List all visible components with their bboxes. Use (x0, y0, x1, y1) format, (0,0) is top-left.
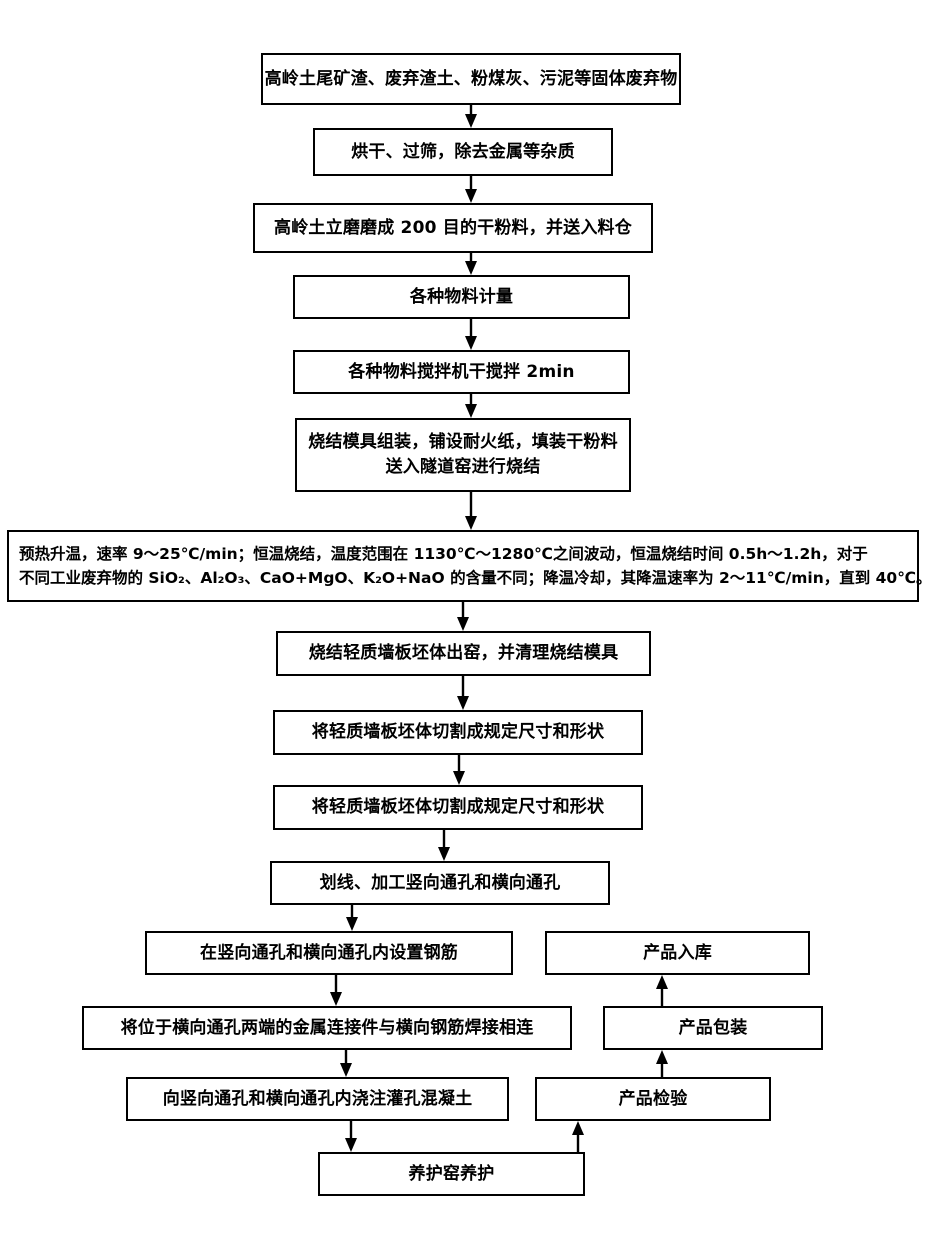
node-product-packaging[interactable]: 产品包装 (603, 1006, 823, 1050)
node-label: 烧结轻质墙板坯体出窑，并清理烧结模具 (308, 643, 619, 664)
node-product-warehousing[interactable]: 产品入库 (545, 931, 810, 975)
node-label: 在竖向通孔和横向通孔内设置钢筋 (200, 942, 458, 963)
node-label: 产品检验 (618, 1088, 688, 1109)
node-label-line2: 送入隧道窑进行烧结 (385, 457, 541, 477)
node-weld-connectors[interactable]: 将位于横向通孔两端的金属连接件与横向钢筋焊接相连 (82, 1006, 572, 1050)
node-cutting-2[interactable]: 将轻质墙板坯体切割成规定尺寸和形状 (273, 785, 643, 830)
node-label: 各种物料搅拌机干搅拌 2min (348, 361, 575, 382)
node-label: 产品包装 (678, 1017, 748, 1038)
node-label: 划线、加工竖向通孔和横向通孔 (319, 872, 561, 893)
node-label: 向竖向通孔和横向通孔内浇注灌孔混凝土 (162, 1088, 473, 1109)
node-vertical-milling[interactable]: 高岭土立磨磨成 200 目的干粉料，并送入料仓 (253, 203, 653, 253)
node-label: 将轻质墙板坯体切割成规定尺寸和形状 (311, 797, 605, 818)
node-sintering-parameters[interactable]: 预热升温，速率 9～25℃/min；恒温烧结，温度范围在 1130℃～1280℃… (7, 530, 926, 602)
param-line-2: 不同工业废弃物的 SiO₂、Al₂O₃、CaO+MgO、K₂O+NaO 的含量不… (19, 569, 926, 587)
node-label: 养护窑养护 (408, 1163, 495, 1184)
node-label: 高岭土立磨磨成 200 目的干粉料，并送入料仓 (274, 217, 632, 238)
node-material-weighing[interactable]: 各种物料计量 (293, 275, 630, 319)
node-pour-concrete[interactable]: 向竖向通孔和横向通孔内浇注灌孔混凝土 (126, 1077, 509, 1121)
node-label: 烘干、过筛，除去金属等杂质 (351, 141, 575, 162)
node-label: 将位于横向通孔两端的金属连接件与横向钢筋焊接相连 (120, 1017, 534, 1038)
node-mold-assembly-sintering[interactable]: 烧结模具组装，铺设耐火纸，填装干粉料 送入隧道窑进行烧结 (295, 418, 631, 492)
node-label-line1: 烧结模具组装，铺设耐火纸，填装干粉料 (308, 432, 618, 453)
node-raw-materials[interactable]: 高岭土尾矿渣、废弃渣土、粉煤灰、污泥等固体废弃物 (261, 53, 681, 105)
node-install-rebar[interactable]: 在竖向通孔和横向通孔内设置钢筋 (145, 931, 513, 975)
node-marking-drilling[interactable]: 划线、加工竖向通孔和横向通孔 (270, 861, 610, 905)
node-dry-mixing[interactable]: 各种物料搅拌机干搅拌 2min (293, 350, 630, 394)
node-curing-kiln[interactable]: 养护窑养护 (318, 1152, 585, 1196)
param-line-1: 预热升温，速率 9～25℃/min；恒温烧结，温度范围在 1130℃～1280℃… (19, 544, 868, 563)
node-label: 产品入库 (643, 942, 712, 963)
node-cutting-1[interactable]: 将轻质墙板坯体切割成规定尺寸和形状 (273, 710, 643, 755)
node-product-inspection[interactable]: 产品检验 (535, 1077, 771, 1121)
node-label: 高岭土尾矿渣、废弃渣土、粉煤灰、污泥等固体废弃物 (264, 68, 678, 89)
node-drying-sieving[interactable]: 烘干、过筛，除去金属等杂质 (313, 128, 613, 176)
node-unload-kiln[interactable]: 烧结轻质墙板坯体出窑，并清理烧结模具 (276, 631, 651, 676)
node-label: 将轻质墙板坯体切割成规定尺寸和形状 (311, 722, 605, 743)
node-label: 各种物料计量 (409, 286, 514, 307)
